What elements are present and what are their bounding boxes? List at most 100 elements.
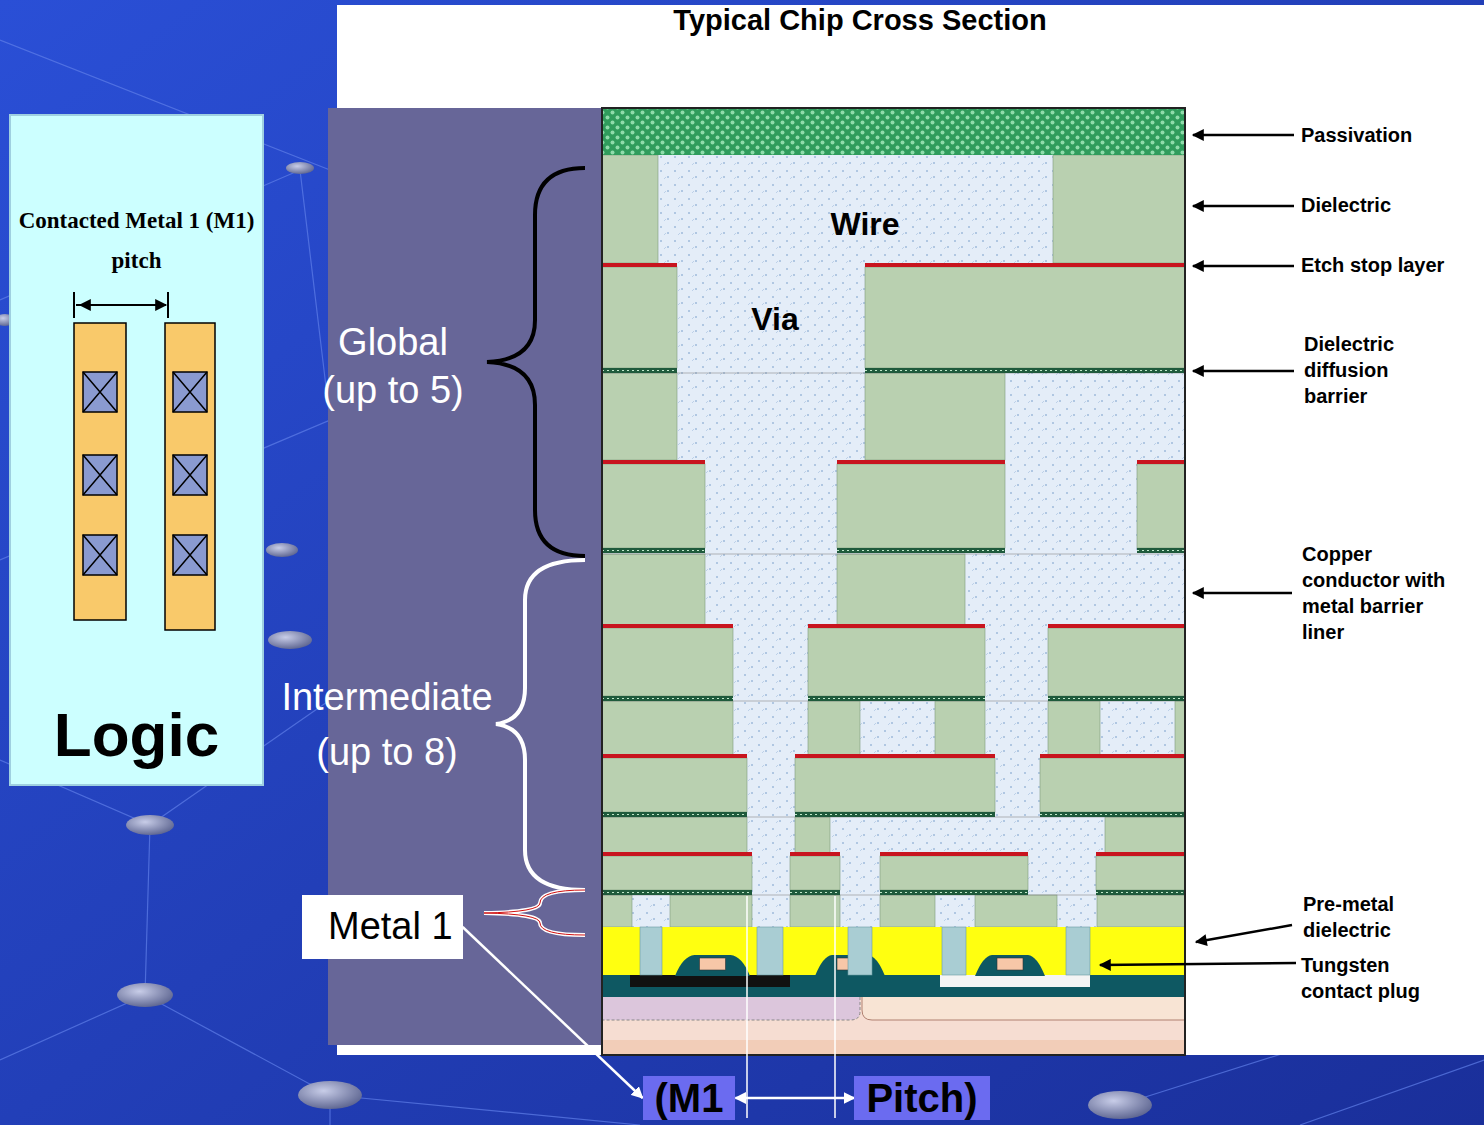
dielectric-block xyxy=(1137,464,1185,548)
contact-cross xyxy=(83,372,117,412)
silicide xyxy=(940,975,1090,987)
etch-stop-line xyxy=(790,852,840,856)
gate xyxy=(700,958,726,970)
silicide xyxy=(630,975,790,987)
slide-title: Typical Chip Cross Section xyxy=(560,2,1160,38)
layer-boundary xyxy=(602,554,1185,555)
etch-stop-line xyxy=(795,754,995,758)
substrate xyxy=(602,975,1185,1055)
dielectric-block xyxy=(837,464,1005,548)
etch-stop-line xyxy=(602,460,705,464)
cross-section-border xyxy=(602,108,1185,1055)
contact-cross xyxy=(173,535,207,575)
tier-label: Intermediate (up to 8) xyxy=(265,670,509,780)
n-well xyxy=(602,995,860,1020)
diffusion-barrier xyxy=(795,812,995,817)
dielectric-block xyxy=(602,267,677,368)
dielectric-block xyxy=(790,895,840,927)
tungsten-plug xyxy=(942,927,966,975)
node-text: Metal 1 xyxy=(328,903,453,949)
diffusion-barrier-dots xyxy=(795,814,995,815)
pre-metal-dielectric xyxy=(602,927,1185,975)
dielectric-block xyxy=(1053,155,1185,263)
contact-symbol xyxy=(173,372,207,412)
etch-stop-line xyxy=(865,263,1185,267)
diffusion-barrier-dots xyxy=(602,814,747,815)
contact-symbol xyxy=(83,455,117,495)
etch-stop-line xyxy=(880,852,1028,856)
dielectric-block xyxy=(865,373,1005,460)
dielectric-block xyxy=(795,758,995,812)
logic-panel-art xyxy=(10,115,263,785)
logic-panel: Contacted Metal 1 (M1) pitchLogic xyxy=(10,115,263,785)
contact-symbol xyxy=(173,455,207,495)
diffusion-barrier-dots xyxy=(808,698,985,699)
layer-label: Pre-metal dielectric xyxy=(1303,891,1425,943)
dielectric-block xyxy=(1096,856,1185,890)
gate-spacer xyxy=(975,955,1045,976)
diffusion-barrier xyxy=(865,368,1185,373)
diffusion-barrier xyxy=(602,812,747,817)
diffusion-barrier-dots xyxy=(602,370,677,371)
diffusion-band xyxy=(602,975,1185,997)
gate-spacer xyxy=(675,955,750,976)
dielectric-block xyxy=(1097,895,1185,927)
diffusion-barrier xyxy=(837,548,1005,553)
diffusion-barrier-dots xyxy=(1048,698,1185,699)
diffusion-barrier xyxy=(602,696,733,701)
contact-symbol xyxy=(173,535,207,575)
diffusion-barrier-dots xyxy=(1137,550,1185,551)
layer-label: Passivation xyxy=(1301,122,1476,148)
diffusion-barrier-dots xyxy=(602,892,752,893)
dielectric-block xyxy=(1040,758,1185,812)
node-text: Contacted Metal 1 (M1) pitch xyxy=(10,201,263,281)
dielectric-block xyxy=(837,554,965,625)
diffusion-barrier xyxy=(602,890,752,895)
contact-cross xyxy=(83,455,117,495)
diffusion-barrier xyxy=(602,548,705,553)
dielectric-block xyxy=(1175,701,1185,755)
leader-arrows xyxy=(1100,135,1296,965)
layer-label: Tungsten contact plug xyxy=(1301,952,1451,1004)
diffusion-barrier xyxy=(880,890,1028,895)
dielectric-block xyxy=(935,701,985,755)
diffusion-barrier-dots xyxy=(790,892,840,893)
dielectric-block xyxy=(602,856,752,890)
node-text: Pitch) xyxy=(866,1076,977,1120)
contact-symbol xyxy=(83,372,117,412)
diffusion-barrier xyxy=(1137,548,1185,553)
metal-line xyxy=(74,323,126,620)
contact-cross xyxy=(173,455,207,495)
contact-cross xyxy=(83,535,117,575)
etch-stop-line xyxy=(602,624,733,628)
p-well xyxy=(862,995,1185,1020)
diffusion-barrier xyxy=(1040,812,1185,817)
braces xyxy=(484,168,585,935)
diffusion-barrier xyxy=(1096,890,1185,895)
contact-cross xyxy=(173,372,207,412)
dielectric-block xyxy=(880,856,1028,890)
contact-symbol xyxy=(83,535,117,575)
dielectric-block xyxy=(865,267,1185,368)
dielectric-block xyxy=(795,817,830,853)
layer-label: Dielectric xyxy=(1301,192,1476,218)
diffusion-barrier xyxy=(808,696,985,701)
etch-stop-line xyxy=(1040,754,1185,758)
dielectric-block xyxy=(880,895,935,927)
passivation-layer xyxy=(602,108,1185,155)
cross-section xyxy=(602,108,1185,1055)
part-label: Wire xyxy=(800,205,930,243)
tungsten-plug xyxy=(640,927,662,975)
tier-label: Global (up to 5) xyxy=(318,318,468,414)
diffusion-barrier xyxy=(1048,696,1185,701)
diffusion-barrier-dots xyxy=(602,698,733,699)
layer-label: Copper conductor with metal barrier line… xyxy=(1302,541,1464,645)
part-label: Via xyxy=(720,300,830,338)
dielectric-block xyxy=(602,895,632,927)
etch-stop-line xyxy=(1096,852,1185,856)
dielectric-block xyxy=(602,701,733,755)
etch-stop-line xyxy=(602,852,752,856)
